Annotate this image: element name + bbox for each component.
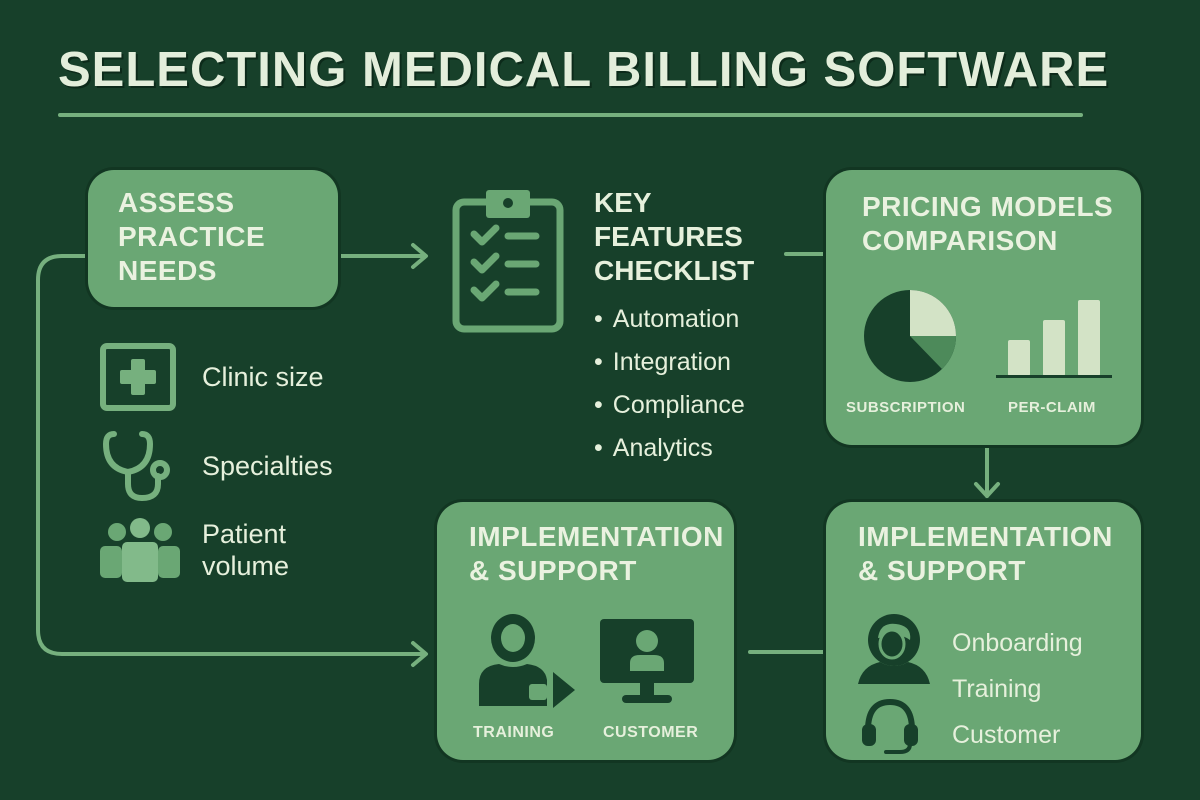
implementation-item: Training [952,675,1042,703]
pie-chart-icon [864,290,956,382]
assess-title: ASSESS PRACTICE NEEDS [118,187,266,286]
implementation-support-card-left: IMPLEMENTATION & SUPPORT TRAINING CUSTOM… [437,502,734,760]
training-person-icon [479,614,575,708]
need-label: Clinic size [202,362,324,392]
feature-item: Compliance [594,384,745,427]
stethoscope-icon [102,431,170,502]
implementation-title: IMPLEMENTATION & SUPPORT [469,521,724,586]
implementation-title: IMPLEMENTATION & SUPPORT [858,521,1113,586]
need-item-clinic-size: Clinic size [100,343,324,411]
headset-icon [862,698,918,754]
feature-item: Analytics [594,427,745,470]
assess-practice-needs-card: ASSESS PRACTICE NEEDS [88,170,338,307]
pricing-models-card: PRICING MODELS COMPARISON SUBSCRIPTION P… [826,170,1141,445]
need-label: Specialties [202,451,333,481]
subscription-label: SUBSCRIPTION [846,399,966,416]
key-features-title: KEY FEATURES CHECKLIST [594,187,755,286]
per-claim-label: PER-CLAIM [1008,399,1096,416]
title-divider [58,113,1083,117]
pricing-title: PRICING MODELS COMPARISON [862,191,1114,256]
medical-cross-icon [100,343,176,411]
need-label: Patient volume [202,519,290,581]
implementation-items-list: Onboarding Training Customer [952,620,1083,758]
feature-item: Automation [594,298,745,341]
need-item-specialties: Specialties [100,428,333,504]
customer-monitor-icon [600,619,694,703]
customer-label: CUSTOMER [603,724,699,741]
arrow-assess-to-implementation [36,254,427,656]
clipboard-checklist-icon [452,190,564,333]
feature-item: Integration [594,341,745,384]
page-title: SELECTING MEDICAL BILLING SOFTWARE [58,43,1110,97]
training-label: TRAINING [473,724,555,741]
implementation-item: Customer [952,721,1061,749]
implementation-support-card-right: IMPLEMENTATION & SUPPORT [826,502,1141,760]
bar-chart-icon [996,300,1112,378]
need-item-patient-volume: Patient volume [100,518,289,582]
key-features-list: Automation Integration Compliance Analyt… [594,298,745,470]
people-group-icon [100,518,180,582]
support-agent-icon [858,614,930,684]
implementation-item: Onboarding [952,629,1083,657]
